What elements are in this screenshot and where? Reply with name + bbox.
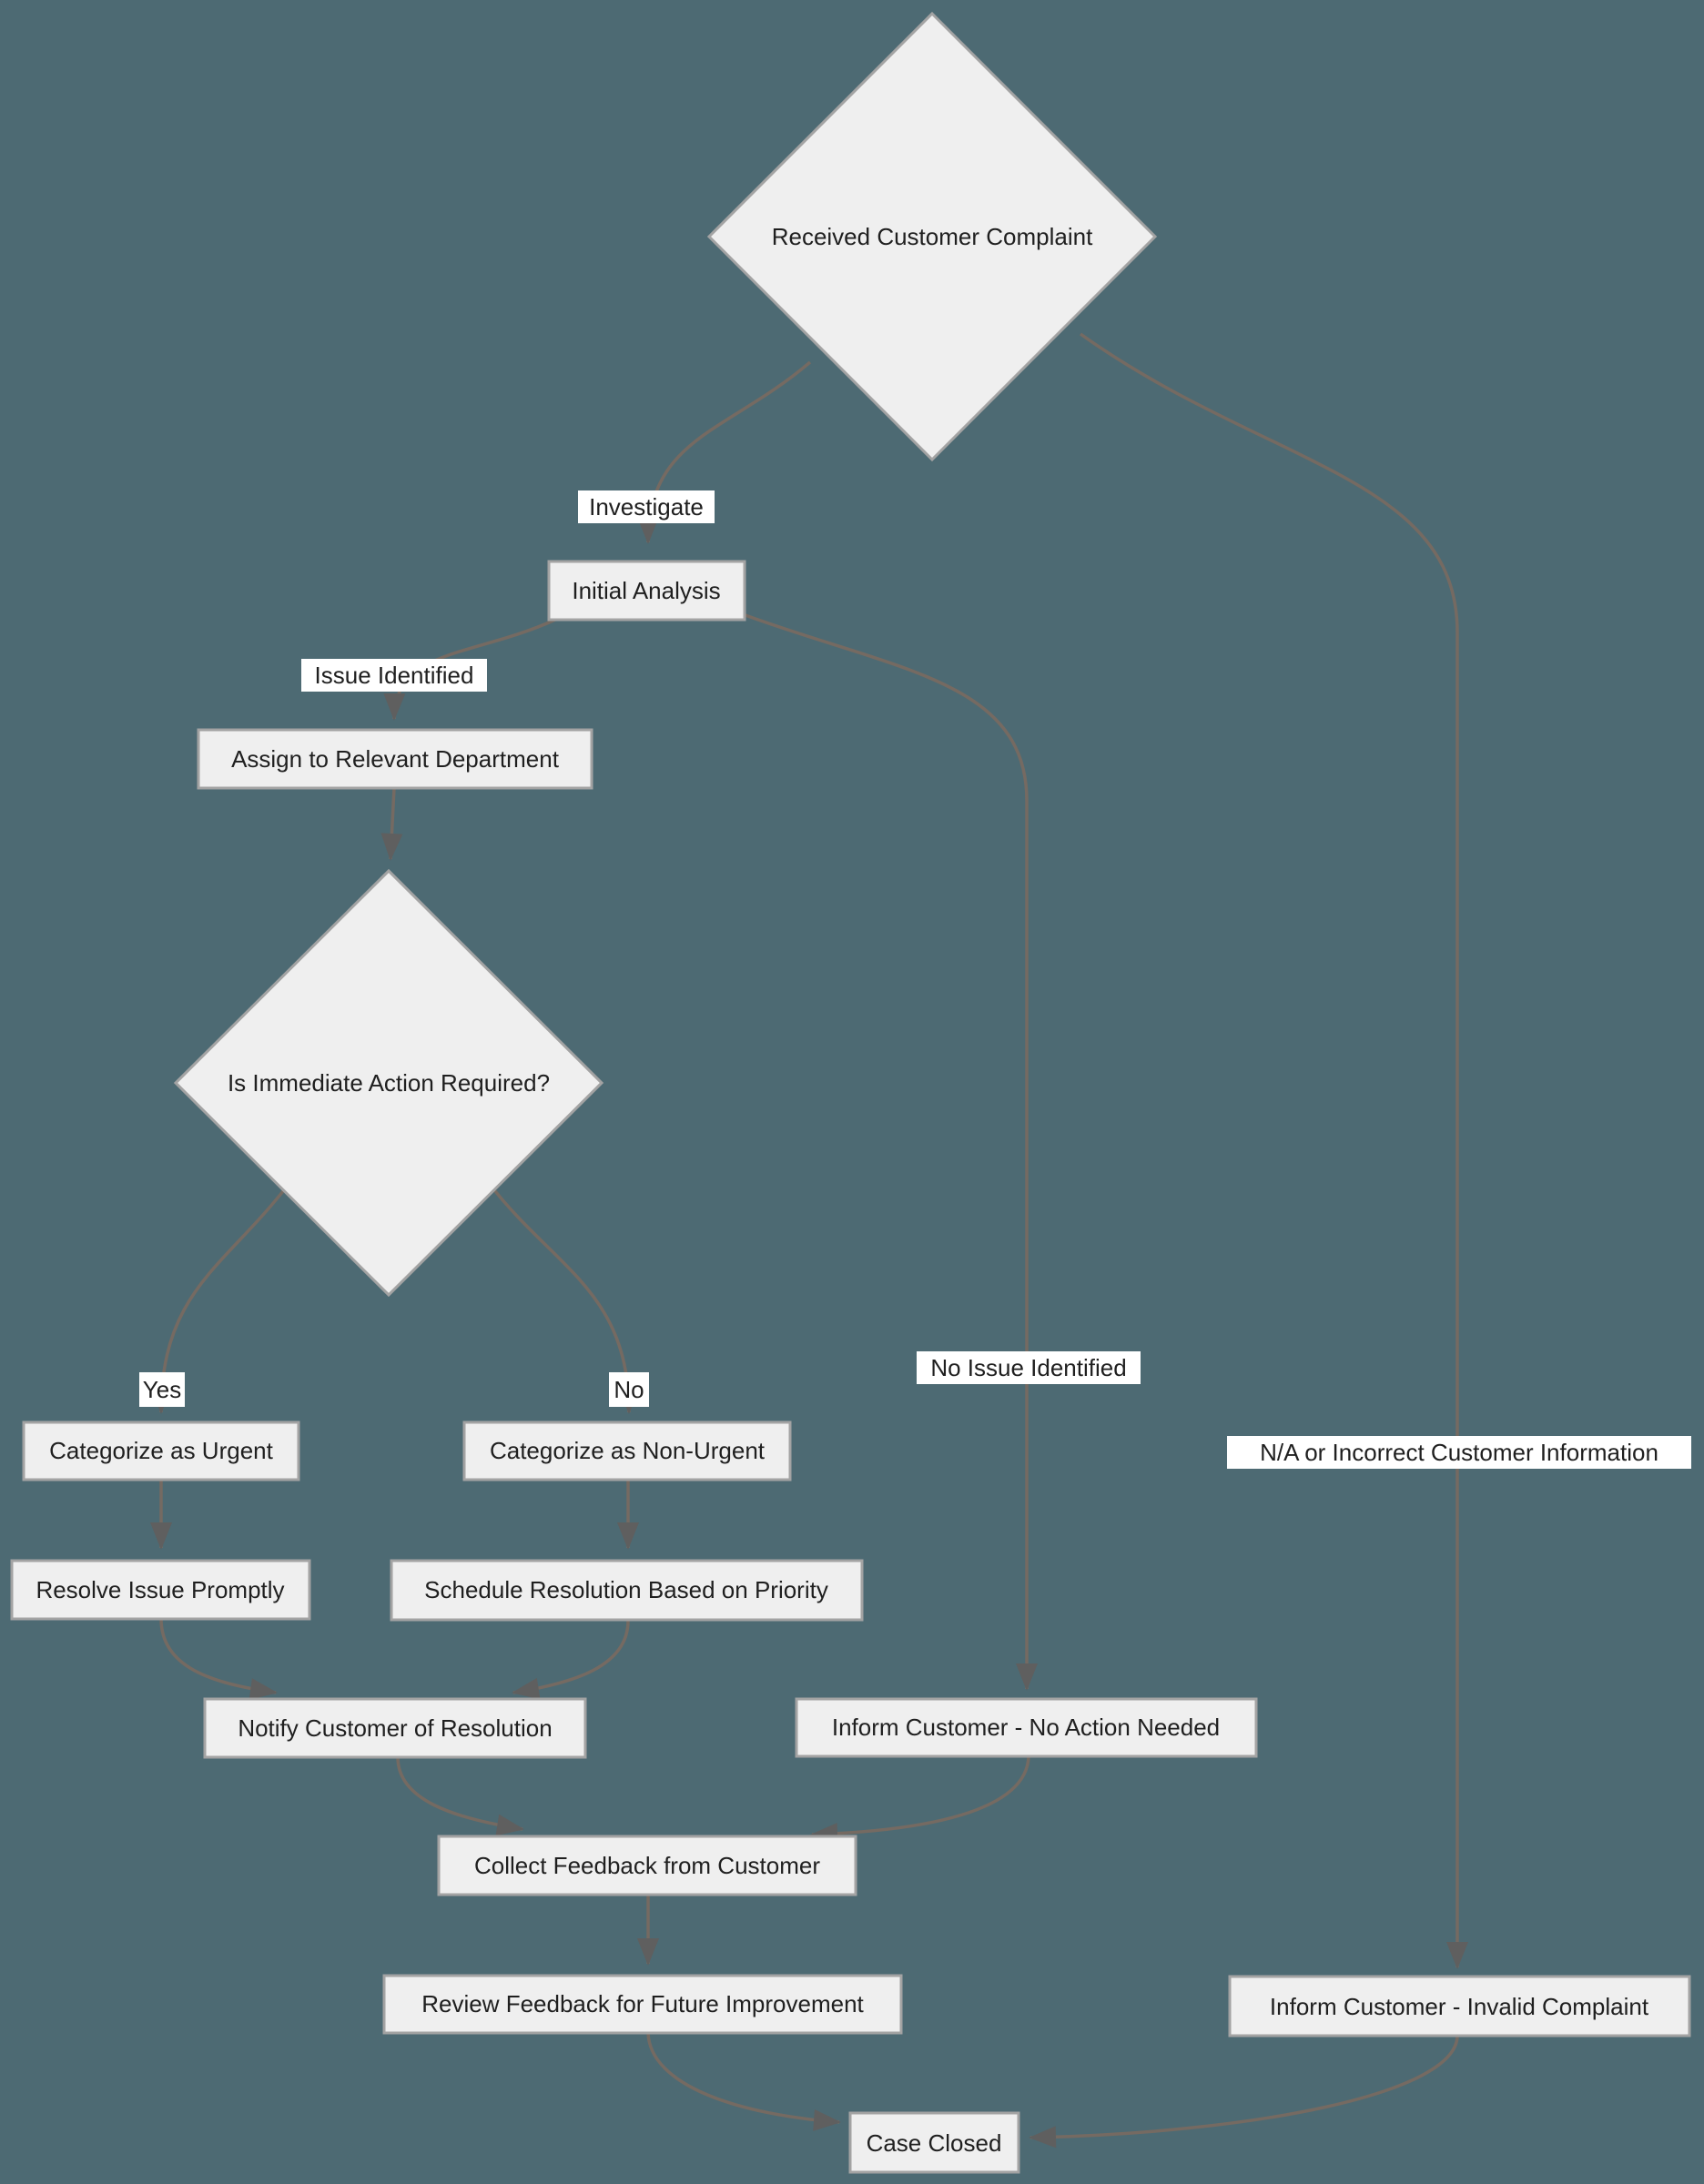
svg-text:Issue Identified: Issue Identified bbox=[315, 662, 474, 689]
node-assign-to-relevant-department: Assign to Relevant Department bbox=[197, 728, 593, 790]
svg-text:Investigate: Investigate bbox=[589, 493, 704, 521]
node-is-immediate-action-required-label: Is Immediate Action Required? bbox=[228, 1069, 550, 1097]
node-resolve-issue-promptly-label: Resolve Issue Promptly bbox=[36, 1576, 284, 1603]
edge-assign-action-required bbox=[380, 787, 403, 861]
node-inform-customer-no-action-needed: Inform Customer - No Action Needed bbox=[795, 1697, 1258, 1758]
node-schedule-resolution-based-on-priority: Schedule Resolution Based on Priority bbox=[390, 1559, 864, 1622]
node-notify-customer-of-resolution-label: Notify Customer of Resolution bbox=[238, 1714, 552, 1742]
edge-action-required-cat-non-urgent bbox=[487, 1181, 640, 1414]
node-categorize-as-urgent-label: Categorize as Urgent bbox=[49, 1437, 273, 1464]
edge-received-inform-invalid bbox=[1079, 332, 1468, 1969]
edge-notify-collect bbox=[396, 1756, 524, 1836]
edge-labels: Investigate Issue Identified Yes No No I… bbox=[139, 490, 1691, 1469]
edge-label-no-issue-identified: No Issue Identified bbox=[917, 1351, 1141, 1384]
edge-review-closed bbox=[646, 2032, 841, 2131]
node-initial-analysis-label: Initial Analysis bbox=[572, 577, 720, 604]
node-collect-feedback-from-customer-label: Collect Feedback from Customer bbox=[474, 1852, 820, 1879]
node-received-customer-complaint: Received Customer Complaint bbox=[706, 11, 1158, 462]
svg-text:No Issue Identified: No Issue Identified bbox=[930, 1354, 1126, 1381]
edges bbox=[150, 332, 1468, 2149]
node-initial-analysis: Initial Analysis bbox=[547, 560, 746, 622]
node-categorize-as-urgent: Categorize as Urgent bbox=[22, 1421, 300, 1481]
edge-label-investigate: Investigate bbox=[578, 490, 715, 523]
node-inform-customer-invalid-complaint: Inform Customer - Invalid Complaint bbox=[1228, 1975, 1691, 2037]
edge-action-required-cat-urgent bbox=[150, 1181, 291, 1414]
node-resolve-issue-promptly: Resolve Issue Promptly bbox=[10, 1559, 311, 1621]
nodes: Received Customer Complaint Initial Anal… bbox=[10, 11, 1691, 2174]
node-case-closed: Case Closed bbox=[848, 2111, 1020, 2174]
node-assign-to-relevant-department-label: Assign to Relevant Department bbox=[231, 745, 560, 773]
svg-text:N/A or Incorrect Customer Info: N/A or Incorrect Customer Information bbox=[1260, 1439, 1658, 1466]
svg-text:Yes: Yes bbox=[143, 1376, 181, 1403]
node-schedule-resolution-based-on-priority-label: Schedule Resolution Based on Priority bbox=[424, 1576, 828, 1603]
node-collect-feedback-from-customer: Collect Feedback from Customer bbox=[437, 1835, 857, 1896]
edge-resolve-notify bbox=[159, 1618, 278, 1700]
edge-inform-no-action-collect bbox=[810, 1755, 1030, 1845]
node-inform-customer-invalid-complaint-label: Inform Customer - Invalid Complaint bbox=[1270, 1993, 1649, 2020]
edge-label-issue-identified: Issue Identified bbox=[301, 659, 487, 692]
node-review-feedback-for-future-improvement: Review Feedback for Future Improvement bbox=[382, 1974, 903, 2035]
edge-label-na-or-incorrect-customer-information: N/A or Incorrect Customer Information bbox=[1227, 1436, 1691, 1469]
edge-schedule-notify bbox=[512, 1620, 630, 1700]
node-inform-customer-no-action-needed-label: Inform Customer - No Action Needed bbox=[832, 1714, 1220, 1741]
edge-label-yes: Yes bbox=[139, 1372, 185, 1407]
node-is-immediate-action-required: Is Immediate Action Required? bbox=[173, 868, 604, 1298]
node-categorize-as-non-urgent: Categorize as Non-Urgent bbox=[462, 1421, 792, 1481]
edge-initial-assign bbox=[383, 618, 556, 721]
node-categorize-as-non-urgent-label: Categorize as Non-Urgent bbox=[490, 1437, 766, 1464]
node-notify-customer-of-resolution: Notify Customer of Resolution bbox=[203, 1697, 587, 1759]
node-received-customer-complaint-label: Received Customer Complaint bbox=[772, 223, 1093, 250]
edge-initial-inform-no-action bbox=[742, 612, 1038, 1691]
edge-label-no: No bbox=[609, 1372, 649, 1407]
svg-text:No: No bbox=[614, 1376, 644, 1403]
node-case-closed-label: Case Closed bbox=[867, 2129, 1002, 2157]
node-review-feedback-for-future-improvement-label: Review Feedback for Future Improvement bbox=[421, 1990, 864, 2017]
edge-inform-invalid-closed bbox=[1029, 2036, 1459, 2149]
